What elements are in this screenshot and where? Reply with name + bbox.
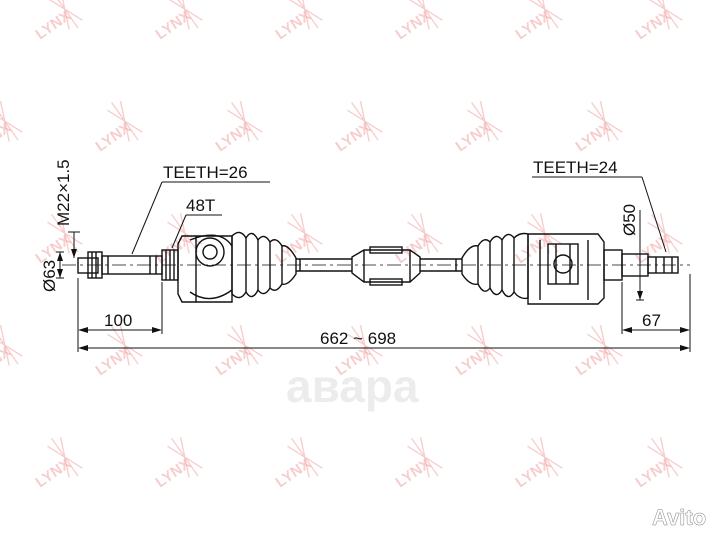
- lynx-watermark: LYNX: [93, 324, 143, 379]
- svg-text:LYNX: LYNX: [513, 7, 554, 43]
- lynx-watermark: LYNX: [393, 436, 443, 491]
- lynx-watermark: LYNX: [633, 0, 683, 43]
- lynx-watermark: LYNX: [633, 436, 683, 491]
- teeth-left-label: TEETH=26: [163, 163, 248, 182]
- thread-label: M22×1.5: [54, 159, 73, 226]
- lynx-watermark: LYNX: [393, 0, 443, 43]
- svg-text:LYNX: LYNX: [213, 343, 254, 379]
- svg-text:LYNX: LYNX: [93, 119, 134, 155]
- lynx-watermark: LYNX: [273, 436, 323, 491]
- svg-text:LYNX: LYNX: [453, 343, 494, 379]
- lynx-watermark: LYNX: [513, 0, 563, 43]
- teeth-right-label: TEETH=24: [533, 158, 618, 177]
- avito-text: Avito: [652, 505, 706, 530]
- lynx-watermark: LYNX: [273, 0, 323, 43]
- dimension-lines: [56, 176, 691, 352]
- lynx-watermark: LYNX: [213, 324, 263, 379]
- svg-text:LYNX: LYNX: [573, 119, 614, 155]
- lynx-watermark: LYNX: [513, 212, 563, 267]
- lynx-watermark: LYNX: [93, 100, 143, 155]
- shaft-outline: [62, 231, 690, 305]
- svg-text:LYNX: LYNX: [453, 119, 494, 155]
- lynx-watermark: LYNX: [33, 436, 83, 491]
- svg-text:LYNX: LYNX: [33, 455, 74, 491]
- lynx-watermark: LYNX: [333, 100, 383, 155]
- lynx-watermark: LYNX: [0, 324, 23, 379]
- lynx-watermark: LYNX: [453, 100, 503, 155]
- svg-text:LYNX: LYNX: [513, 455, 554, 491]
- svg-text:LYNX: LYNX: [573, 343, 614, 379]
- lynx-watermark: LYNX: [393, 212, 443, 267]
- svg-text:LYNX: LYNX: [273, 7, 314, 43]
- length-right-label: 67: [642, 311, 661, 330]
- svg-text:LYNX: LYNX: [273, 231, 314, 267]
- lynx-watermark: LYNX: [513, 436, 563, 491]
- avito-logo-icon: [616, 501, 649, 532]
- svg-text:LYNX: LYNX: [33, 7, 74, 43]
- length-left-label: 100: [104, 311, 132, 330]
- lynx-watermark: LYNX: [453, 324, 503, 379]
- watermark-layer: LYNX LYNX LYNX LYNX LYNX LYNX LYNX LYNX LYNX LYNX…: [0, 0, 683, 491]
- lynx-watermark: LYNX: [0, 100, 23, 155]
- svg-text:LYNX: LYNX: [633, 455, 674, 491]
- dimension-arrows: [57, 249, 690, 351]
- svg-text:LYNX: LYNX: [273, 455, 314, 491]
- svg-text:LYNX: LYNX: [0, 343, 14, 379]
- lynx-watermark: LYNX: [213, 100, 263, 155]
- svg-text:LYNX: LYNX: [213, 119, 254, 155]
- dia-right-label: Ø50: [620, 204, 639, 236]
- avito-badge: Avito: [616, 501, 706, 532]
- svg-text:LYNX: LYNX: [153, 455, 194, 491]
- lynx-watermark: LYNX: [33, 0, 83, 43]
- lynx-watermark: LYNX: [153, 0, 203, 43]
- svg-text:LYNX: LYNX: [333, 119, 374, 155]
- svg-text:LYNX: LYNX: [0, 119, 14, 155]
- svg-text:LYNX: LYNX: [93, 343, 134, 379]
- lynx-watermark: LYNX: [573, 100, 623, 155]
- svg-text:LYNX: LYNX: [633, 7, 674, 43]
- faint-watermark: авара: [286, 360, 419, 412]
- svg-text:LYNX: LYNX: [393, 7, 434, 43]
- dia-left-label: Ø63: [40, 260, 59, 292]
- abs-ring-label: 48T: [186, 196, 215, 215]
- svg-text:LYNX: LYNX: [393, 231, 434, 267]
- svg-text:LYNX: LYNX: [153, 7, 194, 43]
- lynx-watermark: LYNX: [573, 324, 623, 379]
- svg-text:LYNX: LYNX: [393, 455, 434, 491]
- length-total-label: 662 ~ 698: [320, 329, 396, 348]
- lynx-watermark: LYNX: [153, 436, 203, 491]
